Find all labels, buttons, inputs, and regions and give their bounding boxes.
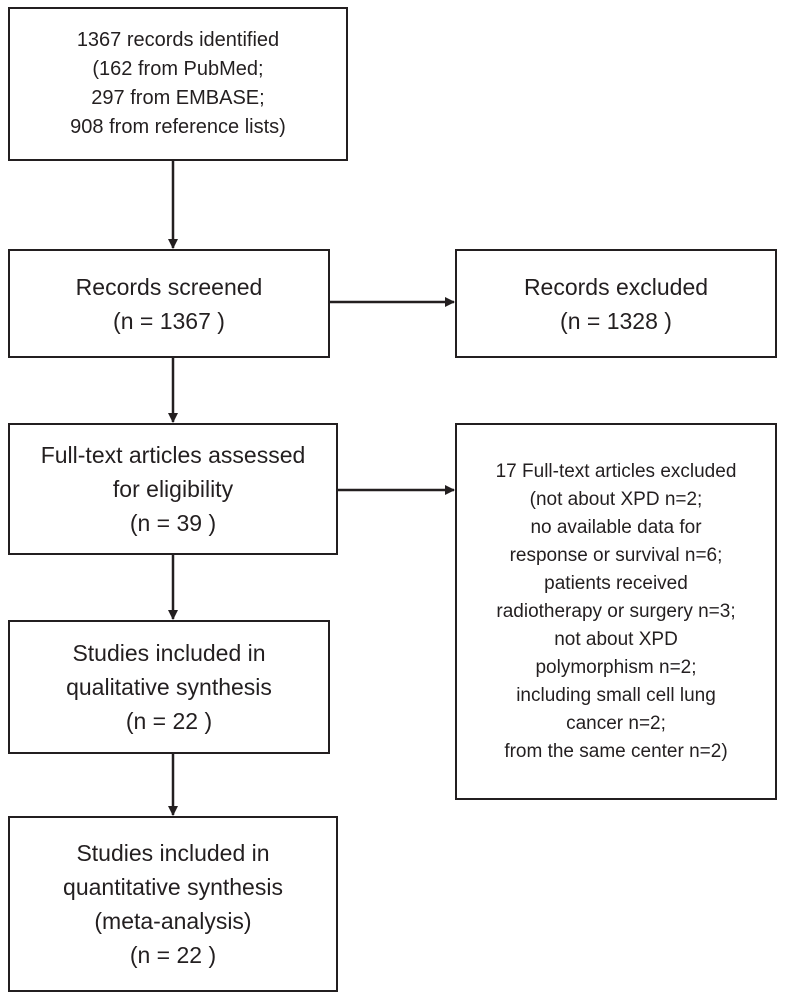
records-identified-box: 1367 records identified (162 from PubMed… — [8, 7, 348, 161]
fulltext-line-2: for eligibility — [112, 476, 234, 502]
fulltext-line-1: Full-text articles assessed — [40, 442, 306, 468]
qualitative-line-1: Studies included in — [72, 640, 266, 666]
quantitative-line-1: Studies included in — [76, 840, 270, 866]
qualitative-line-3: (n = 22 ) — [125, 708, 213, 734]
excluded-line-1: Records excluded — [523, 273, 709, 300]
screened-line-2: (n = 1367 ) — [113, 307, 225, 334]
identified-line-2: (162 from PubMed; — [92, 58, 264, 80]
fulltext-assessed-box: Full-text articles assessed for eligibil… — [8, 423, 338, 555]
fulltext-excluded-line-9: including small cell lung — [516, 684, 716, 706]
fulltext-excluded-line-6: radiotherapy or surgery n=3; — [496, 600, 736, 622]
records-excluded-box: Records excluded (n = 1328 ) — [455, 249, 777, 358]
excluded-line-2: (n = 1328 ) — [560, 307, 672, 334]
quantitative-line-4: (n = 22 ) — [129, 942, 217, 968]
fulltext-excluded-line-5: patients received — [544, 572, 688, 594]
identified-line-1: 1367 records identified — [76, 29, 280, 51]
quantitative-synthesis-box: Studies included in quantitative synthes… — [8, 816, 338, 992]
fulltext-line-3: (n = 39 ) — [129, 510, 217, 536]
screened-line-1: Records screened — [75, 273, 263, 300]
qualitative-synthesis-box: Studies included in qualitative synthesi… — [8, 620, 330, 754]
quantitative-line-2: quantitative synthesis — [63, 874, 283, 900]
fulltext-excluded-line-10: cancer n=2; — [566, 712, 666, 734]
fulltext-excluded-box: 17 Full-text articles excluded (not abou… — [455, 423, 777, 800]
fulltext-excluded-line-2: (not about XPD n=2; — [529, 488, 703, 510]
records-screened-box: Records screened (n = 1367 ) — [8, 249, 330, 358]
qualitative-line-2: qualitative synthesis — [66, 674, 272, 700]
fulltext-excluded-line-1: 17 Full-text articles excluded — [495, 460, 737, 482]
fulltext-excluded-line-8: polymorphism n=2; — [535, 656, 697, 678]
quantitative-line-3: (meta-analysis) — [94, 908, 252, 934]
fulltext-excluded-line-7: not about XPD — [554, 628, 678, 650]
fulltext-excluded-line-3: no available data for — [530, 516, 702, 538]
identified-line-3: 297 from EMBASE; — [91, 87, 265, 109]
identified-line-4: 908 from reference lists) — [70, 116, 286, 138]
fulltext-excluded-line-11: from the same center n=2) — [504, 740, 728, 762]
fulltext-excluded-line-4: response or survival n=6; — [509, 544, 723, 566]
